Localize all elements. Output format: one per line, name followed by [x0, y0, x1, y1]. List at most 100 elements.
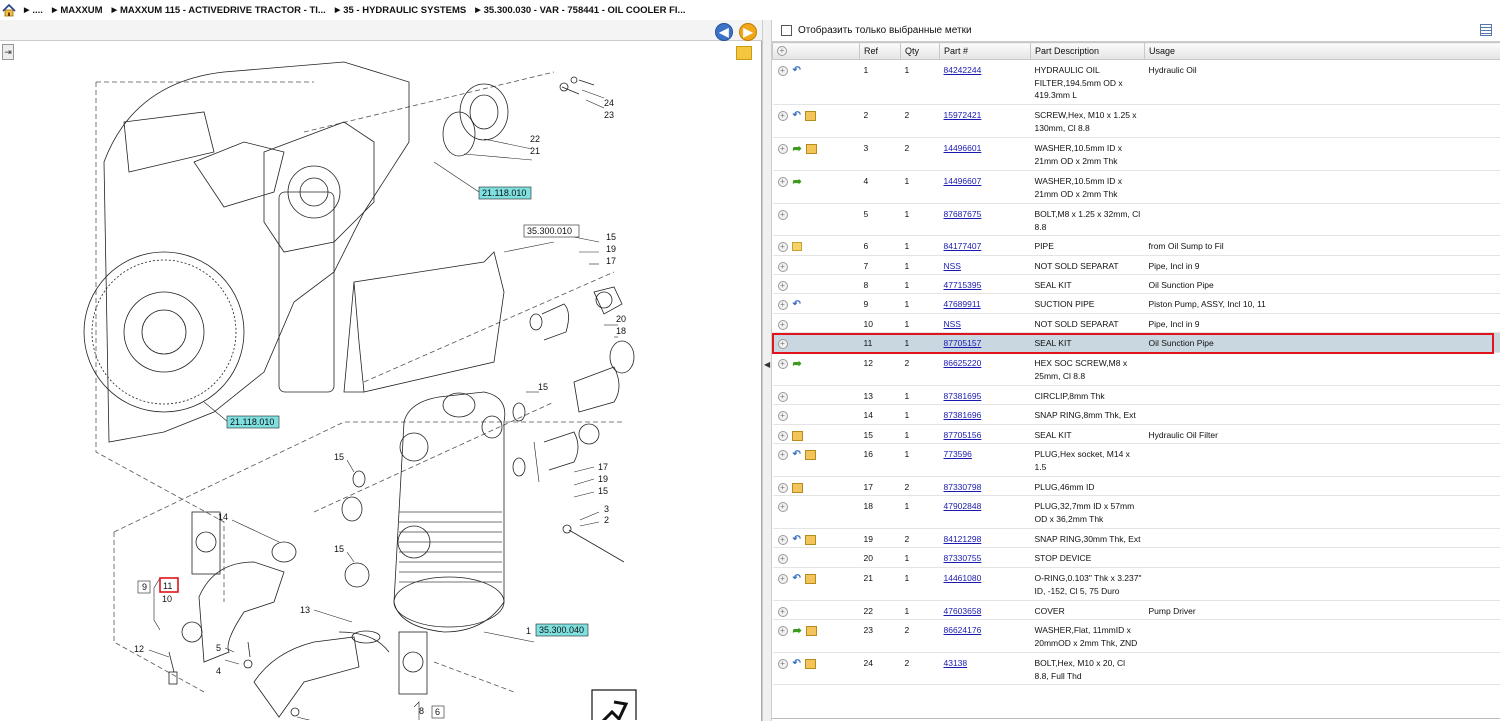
- part-number-link[interactable]: NSS: [943, 319, 961, 329]
- add-to-list-icon[interactable]: +: [777, 280, 788, 291]
- part-number-link[interactable]: 87705156: [943, 430, 982, 440]
- callout-2[interactable]: 2: [604, 515, 609, 525]
- part-number-link[interactable]: 773596: [943, 449, 972, 459]
- callout-11[interactable]: 11: [163, 581, 172, 591]
- callout-15[interactable]: 15: [606, 232, 616, 242]
- breadcrumb-item[interactable]: ▶....: [24, 4, 43, 16]
- callout-13[interactable]: 13: [300, 605, 310, 615]
- part-number-link[interactable]: 87381696: [943, 410, 982, 420]
- part-number-link[interactable]: 47715395: [943, 280, 982, 290]
- callout-7[interactable]: 7: [419, 719, 424, 720]
- package-icon[interactable]: [804, 658, 816, 669]
- revert-arrow-icon[interactable]: ↶: [792, 298, 801, 310]
- header-description[interactable]: Part Description: [1030, 42, 1145, 60]
- package-icon[interactable]: [805, 143, 817, 154]
- add-to-list-icon[interactable]: +: [777, 241, 788, 252]
- callout-15[interactable]: 15: [538, 382, 548, 392]
- add-to-list-icon[interactable]: +: [777, 299, 788, 310]
- revert-arrow-icon[interactable]: ↶: [792, 572, 801, 584]
- callout-20[interactable]: 20: [616, 314, 626, 324]
- callout-19[interactable]: 19: [598, 474, 608, 484]
- callout-10[interactable]: 10: [162, 594, 172, 604]
- revert-arrow-icon[interactable]: ↶: [792, 533, 801, 545]
- forward-arrow-icon[interactable]: ➦: [792, 624, 802, 637]
- add-to-list-icon[interactable]: +: [777, 553, 788, 564]
- add-to-list-icon[interactable]: +: [777, 143, 788, 154]
- add-to-list-icon[interactable]: +: [777, 410, 788, 421]
- add-to-list-icon[interactable]: +: [777, 391, 788, 402]
- forward-arrow-icon[interactable]: ➦: [792, 357, 802, 370]
- part-number-link[interactable]: 15972421: [943, 110, 982, 120]
- ref-label-35300010[interactable]: 35.300.010: [527, 226, 572, 236]
- part-number-link[interactable]: 86624176: [943, 625, 982, 635]
- forward-arrow-icon[interactable]: ▶: [739, 23, 757, 41]
- callout-15[interactable]: 15: [598, 486, 608, 496]
- forward-arrow-icon[interactable]: ➦: [792, 175, 802, 188]
- add-circle-icon[interactable]: +: [777, 46, 787, 57]
- callout-6[interactable]: 6: [435, 707, 440, 717]
- callout-17[interactable]: 17: [598, 462, 608, 472]
- package-icon[interactable]: [791, 482, 803, 493]
- callout-4[interactable]: 4: [216, 666, 221, 676]
- callout-17[interactable]: 17: [606, 256, 616, 266]
- ref-label-35300040[interactable]: 35.300.040: [539, 625, 584, 635]
- breadcrumb-item[interactable]: ▶MAXXUM: [51, 4, 103, 16]
- package-icon[interactable]: [791, 430, 803, 441]
- breadcrumb-item[interactable]: ▶35 - HYDRAULIC SYSTEMS: [334, 4, 467, 16]
- part-number-link[interactable]: 14496607: [943, 176, 982, 186]
- export-icon[interactable]: ⇥: [2, 44, 14, 60]
- part-number-link[interactable]: 87705157: [943, 338, 982, 348]
- callout-9[interactable]: 9: [142, 582, 147, 592]
- breadcrumb-item[interactable]: ▶35.300.030 - VAR - 758441 - OIL COOLER …: [475, 4, 686, 16]
- add-to-list-icon[interactable]: +: [777, 319, 788, 330]
- revert-arrow-icon[interactable]: ↶: [792, 109, 801, 121]
- callout-24[interactable]: 24: [604, 98, 614, 108]
- add-to-list-icon[interactable]: +: [777, 209, 788, 220]
- add-to-list-icon[interactable]: +: [777, 625, 788, 636]
- part-number-link[interactable]: 14461080: [943, 573, 982, 583]
- add-to-list-icon[interactable]: +: [777, 176, 788, 187]
- package-icon[interactable]: [805, 625, 817, 636]
- list-view-icon[interactable]: [1480, 24, 1492, 36]
- part-number-link[interactable]: NSS: [943, 261, 961, 271]
- callout-14[interactable]: 14: [218, 512, 228, 522]
- part-number-link[interactable]: 14496601: [943, 143, 982, 153]
- revert-arrow-icon[interactable]: ↶: [792, 657, 801, 669]
- note-icon[interactable]: [791, 242, 802, 252]
- add-to-list-icon[interactable]: +: [777, 534, 788, 545]
- add-to-list-icon[interactable]: +: [777, 358, 788, 369]
- callout-5[interactable]: 5: [216, 643, 221, 653]
- part-number-link[interactable]: 84242244: [943, 65, 982, 75]
- add-to-list-icon[interactable]: +: [777, 338, 788, 349]
- exploded-parts-diagram[interactable]: 21.118.010 35.300.010 21.118.010 35.300.…: [14, 42, 749, 720]
- callout-22[interactable]: 22: [530, 134, 540, 144]
- back-arrow-icon[interactable]: ◀: [715, 23, 733, 41]
- callout-23[interactable]: 23: [604, 110, 614, 120]
- add-to-list-icon[interactable]: +: [777, 65, 788, 76]
- part-number-link[interactable]: 47902848: [943, 501, 982, 511]
- header-usage[interactable]: Usage: [1144, 42, 1500, 60]
- revert-arrow-icon[interactable]: ↶: [792, 448, 801, 460]
- revert-arrow-icon[interactable]: ↶: [792, 64, 801, 76]
- part-number-link[interactable]: 43138: [943, 658, 968, 668]
- package-icon[interactable]: [804, 573, 816, 584]
- callout-19[interactable]: 19: [606, 244, 616, 254]
